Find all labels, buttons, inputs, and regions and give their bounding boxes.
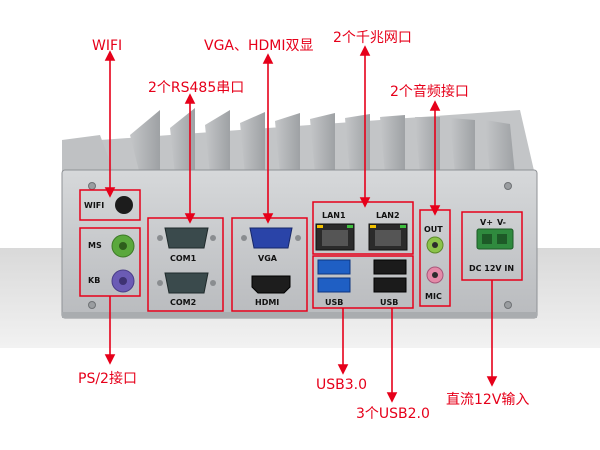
com1-port	[157, 227, 216, 249]
usb2-port-1	[373, 259, 407, 275]
panel-label-v-minus: V-	[497, 218, 506, 227]
hdmi-port	[251, 275, 291, 294]
callout-vga-hdmi: VGA、HDMI双显	[204, 38, 314, 54]
panel-label-dc-in: DC 12V IN	[469, 264, 515, 273]
usb3-port-2	[317, 277, 351, 293]
callout-ps2: PS/2接口	[78, 371, 137, 387]
heatsink-fins	[62, 108, 535, 175]
panel-label-ms: MS	[88, 241, 102, 250]
panel-label-lan2: LAN2	[376, 211, 400, 220]
callout-usb20: 3个USB2.0	[356, 406, 430, 422]
panel-label-v-plus: V+	[480, 218, 493, 227]
panel-label-usb-left: USB	[325, 298, 344, 307]
wifi-antenna-port	[115, 196, 133, 214]
callout-audio: 2个音频接口	[390, 84, 469, 100]
callout-arrows	[104, 45, 498, 403]
panel-label-vga: VGA	[258, 254, 277, 263]
callout-dc-in: 直流12V输入	[446, 392, 530, 408]
panel-label-mic: MIC	[425, 292, 442, 301]
com2-port	[157, 272, 216, 294]
panel-label-kb: KB	[88, 276, 101, 285]
callout-boxes	[79, 189, 523, 312]
usb2-port-2	[373, 277, 407, 293]
vga-port	[241, 227, 301, 249]
panel-label-hdmi: HDMI	[255, 298, 280, 307]
panel-label-out: OUT	[424, 225, 443, 234]
callout-usb30: USB3.0	[316, 377, 368, 393]
usb3-port-1	[317, 259, 351, 275]
panel-label-usb-right: USB	[380, 298, 399, 307]
panel-label-com2: COM2	[170, 298, 197, 307]
dc-terminal-block	[476, 228, 514, 250]
callout-wifi: WIFI	[92, 38, 123, 54]
callout-rs485: 2个RS485串口	[148, 80, 245, 96]
panel-label-com1: COM1	[170, 254, 197, 263]
panel-label-wifi: WIFI	[84, 201, 105, 210]
callout-gigabit-lan: 2个千兆网口	[333, 30, 412, 46]
panel-label-lan1: LAN1	[322, 211, 346, 220]
